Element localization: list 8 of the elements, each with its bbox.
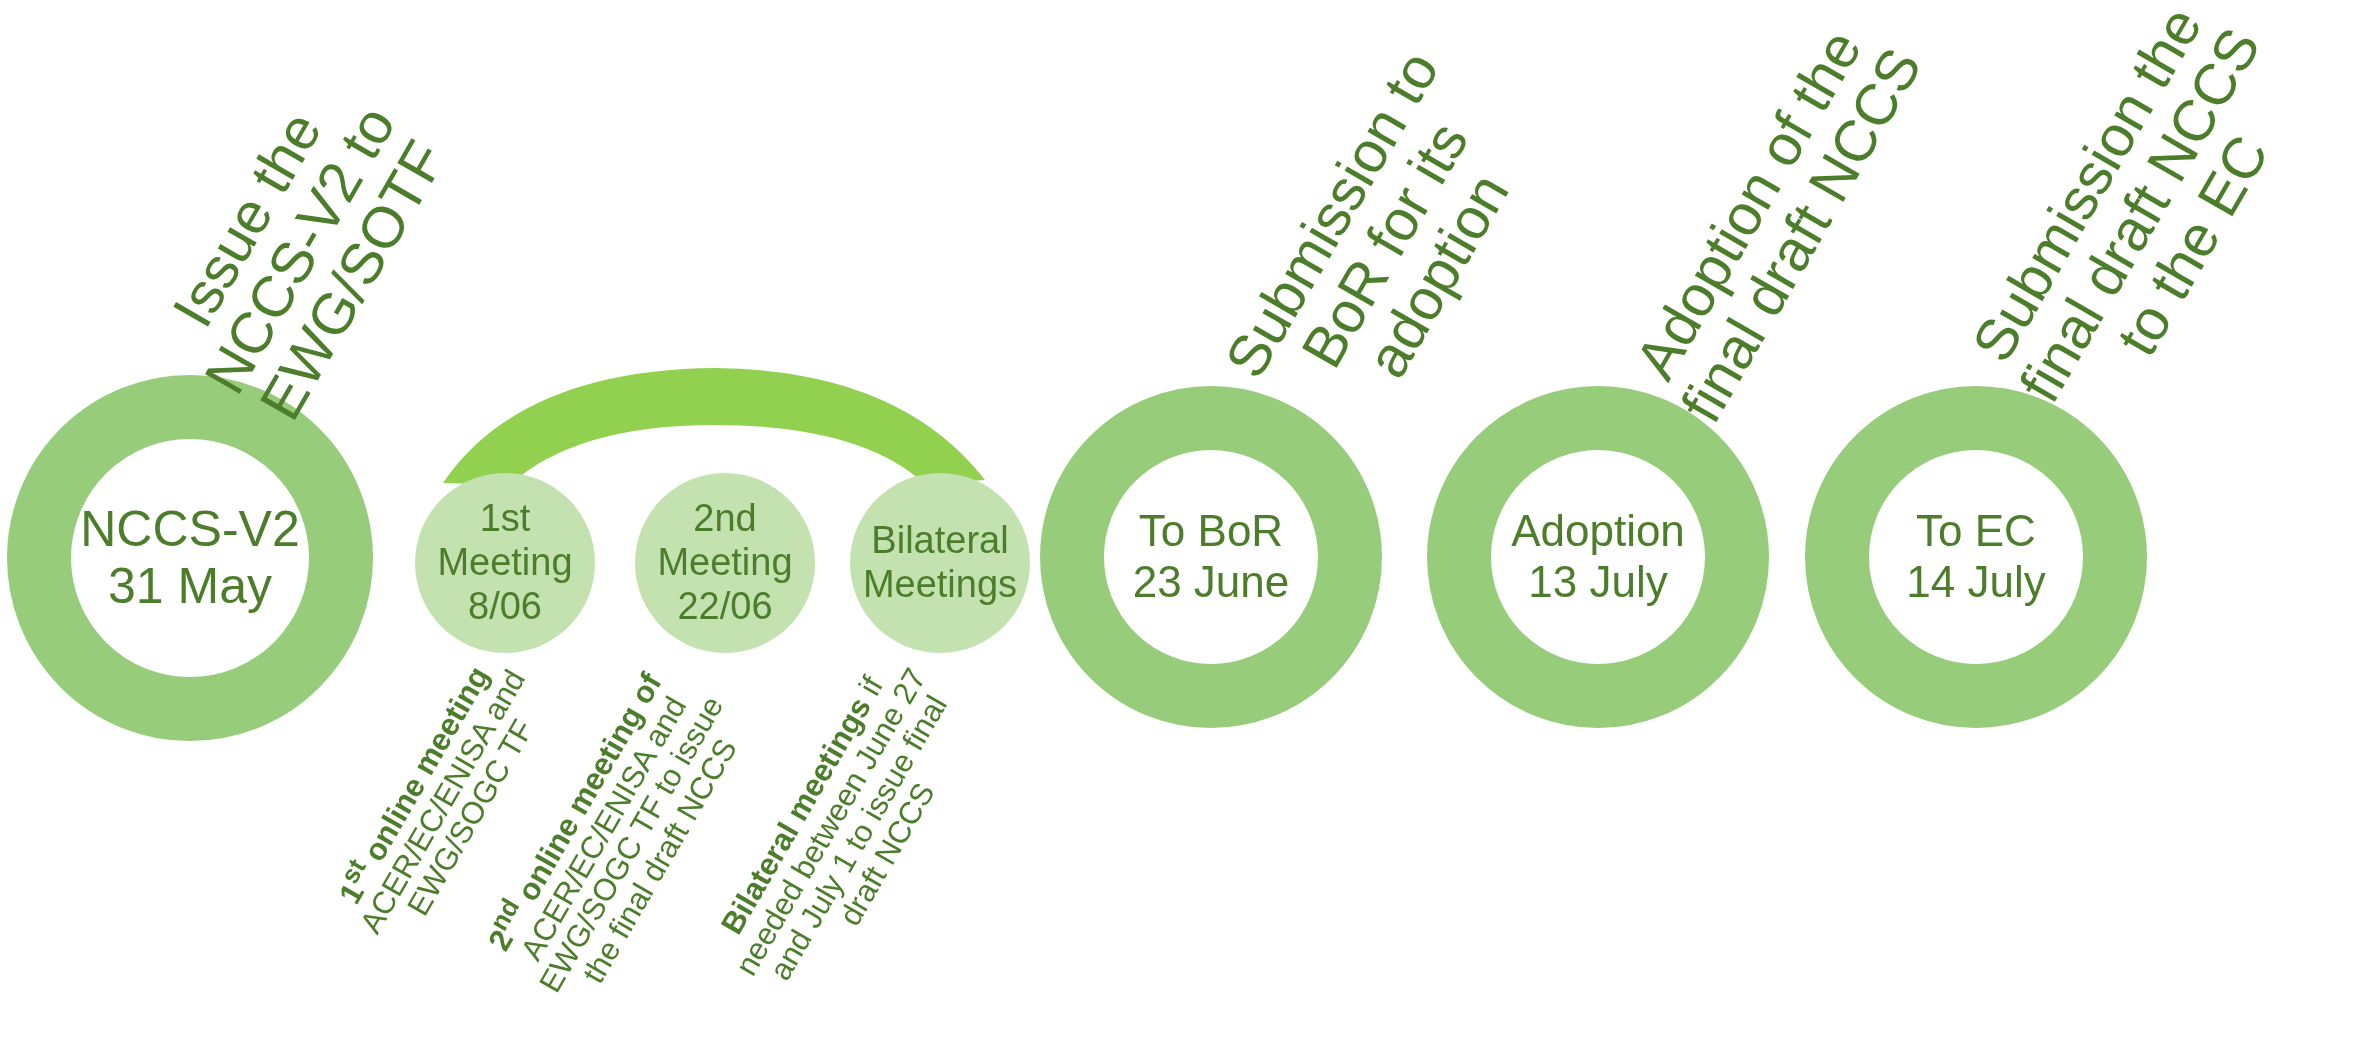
node-label: To BoR 23 June bbox=[1131, 506, 1291, 608]
node-label: 2nd Meeting 22/06 bbox=[656, 497, 794, 629]
node-label: 1st Meeting 8/06 bbox=[436, 497, 574, 629]
node-label: Bilateral Meetings bbox=[861, 519, 1019, 607]
arch-bracket bbox=[443, 368, 985, 485]
node-label: NCCS-V2 31 May bbox=[79, 500, 301, 616]
node-label: Adoption 13 July bbox=[1510, 506, 1686, 608]
node-label: To EC 14 July bbox=[1905, 506, 2047, 608]
